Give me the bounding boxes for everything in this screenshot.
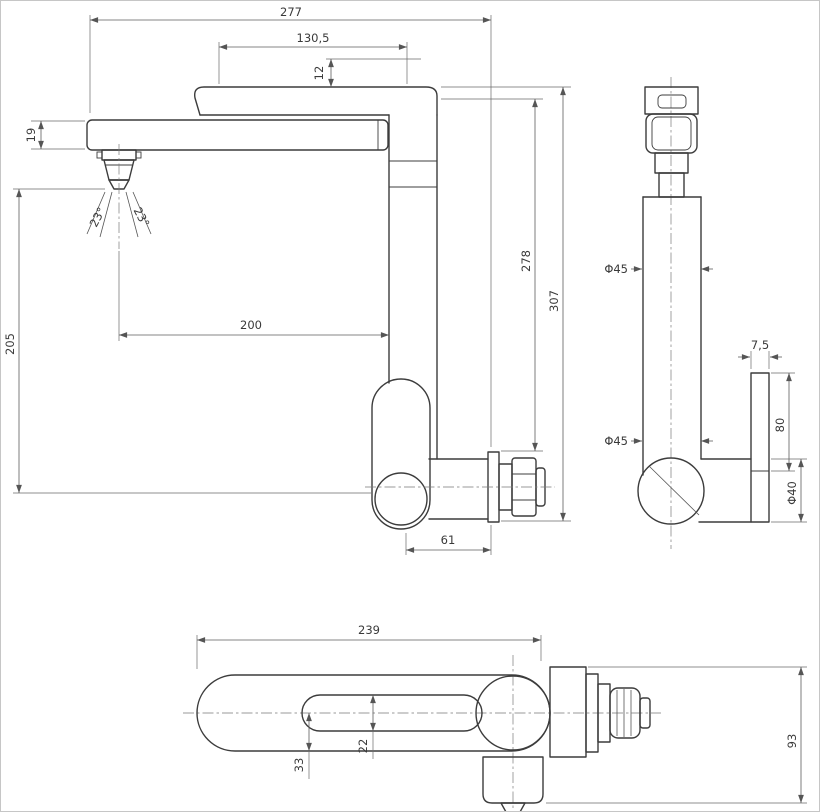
dim-total-height-307: 307 <box>441 86 571 522</box>
dim-label-130-5: 130,5 <box>297 31 330 45</box>
dim-plate-height-80: 80 <box>771 372 795 472</box>
dim-label-19: 19 <box>24 128 38 143</box>
dim-label-239: 239 <box>358 623 380 637</box>
dim-lever-length-239: 239 <box>196 623 542 669</box>
dim-label-12: 12 <box>312 66 326 81</box>
side-top-cap-inner <box>657 94 687 109</box>
dim-label-23-left: 23° <box>87 205 109 230</box>
spray-lines <box>86 191 152 238</box>
dim-label-80: 80 <box>773 418 787 433</box>
dim-handle-offset-33: 33 <box>292 713 312 779</box>
side-elbow-seam <box>648 465 700 516</box>
side-top-cap <box>644 86 699 115</box>
dim-label-277: 277 <box>280 5 302 19</box>
dim-label-205: 205 <box>3 333 17 355</box>
dim-lever-drop-12: 12 <box>312 58 421 87</box>
dim-label-61: 61 <box>441 533 456 547</box>
dim-lower-diameter-45: Φ45 <box>604 434 713 448</box>
dim-spray-height-205: 205 <box>3 188 371 494</box>
dim-wall-clearance-61: 61 <box>405 525 492 555</box>
dim-upper-height-278: 278 <box>441 98 543 452</box>
dim-label-93: 93 <box>785 734 799 749</box>
side-handle-knob-inner <box>651 116 692 151</box>
dim-label-phi40: Φ40 <box>785 481 799 505</box>
dim-slot-width-22: 22 <box>356 695 376 759</box>
dim-label-22: 22 <box>356 739 370 754</box>
spout-outline <box>86 119 389 151</box>
dim-label-200: 200 <box>240 318 262 332</box>
top-knob-tip <box>639 697 651 729</box>
dim-plate-thickness-7-5: 7,5 <box>738 338 782 369</box>
dim-overall-width-277: 277 <box>89 5 492 447</box>
side-view <box>637 77 770 549</box>
dim-label-phi45-upper: Φ45 <box>604 262 628 276</box>
top-body <box>549 666 587 758</box>
aerator-nub-left <box>96 151 103 159</box>
dim-spray-angles: 23° 23° <box>87 205 153 230</box>
dim-label-23-right: 23° <box>131 205 153 230</box>
dim-label-phi45-lower: Φ45 <box>604 434 628 448</box>
side-collar-lower <box>658 172 685 198</box>
dim-outlet-diameter-40: Φ40 <box>771 458 807 523</box>
dim-label-307: 307 <box>547 290 561 312</box>
aerator-nub-right <box>135 151 142 159</box>
top-outlet-tab <box>500 802 526 811</box>
dim-label-7-5: 7,5 <box>751 338 769 352</box>
top-lever-slot <box>301 694 483 732</box>
dim-label-278: 278 <box>519 250 533 272</box>
handle-loop <box>371 378 431 530</box>
dim-label-33: 33 <box>292 758 306 773</box>
dim-spout-thickness-19: 19 <box>24 120 85 150</box>
side-collar-upper <box>654 152 689 174</box>
dim-spout-reach-200: 200 <box>118 251 389 341</box>
side-wall-plate <box>750 372 770 523</box>
top-outlet <box>482 756 544 804</box>
top-view <box>183 655 661 811</box>
lever-outline <box>194 86 438 116</box>
side-elbow <box>637 457 705 525</box>
dim-lever-length-130-5: 130,5 <box>218 31 408 84</box>
handle-pivot-circle <box>374 472 428 526</box>
dim-total-depth-93: 93 <box>546 666 807 804</box>
side-handle-knob <box>645 113 698 154</box>
dim-upper-diameter-45: Φ45 <box>604 262 713 276</box>
front-view <box>86 86 555 530</box>
